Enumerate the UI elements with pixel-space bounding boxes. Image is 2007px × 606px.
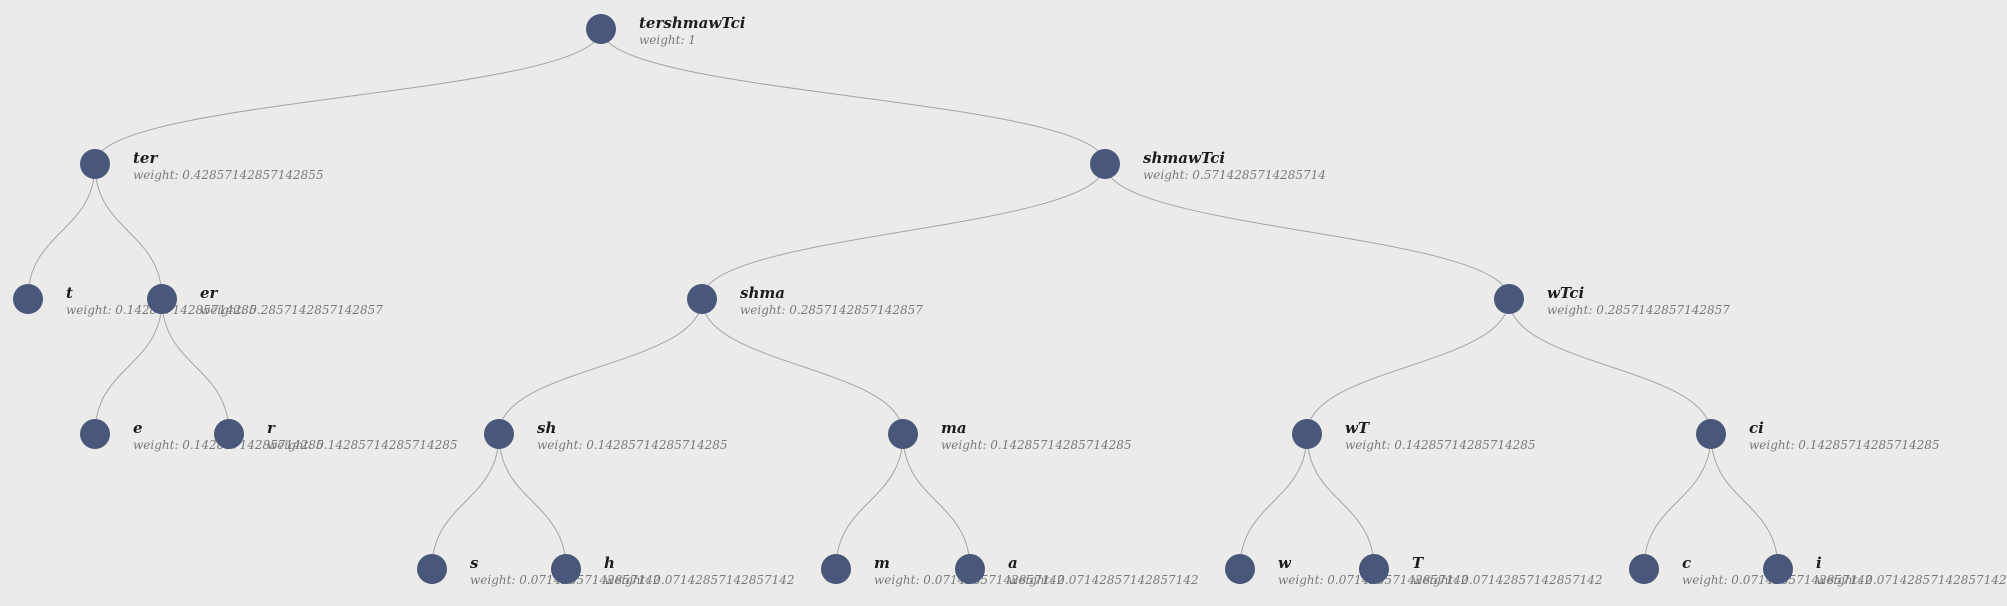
tree-edge — [835, 433, 904, 570]
tree-edge — [94, 298, 163, 435]
tree-edge — [600, 28, 1106, 165]
node-label: t — [66, 284, 73, 302]
tree-edge — [94, 163, 163, 300]
node-label: a — [1008, 554, 1018, 572]
node-circle[interactable] — [821, 554, 851, 584]
tree-edge — [1710, 433, 1779, 570]
node-weight: weight: 0.14285714285714285 — [1749, 438, 1940, 452]
tree-edge — [1104, 163, 1510, 300]
node-label: r — [267, 419, 275, 437]
node-label: shma — [740, 284, 785, 302]
node-circle[interactable] — [1696, 419, 1726, 449]
node-circle[interactable] — [586, 14, 616, 44]
node-circle[interactable] — [888, 419, 918, 449]
node-weight: weight: 0.14285714285714285 — [537, 438, 728, 452]
node-label: c — [1682, 554, 1692, 572]
node-circle[interactable] — [147, 284, 177, 314]
tree-edge — [161, 298, 230, 435]
node-circle[interactable] — [1225, 554, 1255, 584]
node-label: ma — [941, 419, 967, 437]
node-label: wT — [1345, 419, 1370, 437]
node-label: sh — [537, 419, 557, 437]
node-circle[interactable] — [1494, 284, 1524, 314]
tree-edge — [27, 163, 96, 300]
node-circle[interactable] — [80, 419, 110, 449]
tree-edge — [1508, 298, 1712, 435]
tree-edge — [498, 298, 703, 435]
node-label: m — [874, 554, 890, 572]
node-weight: weight: 0.14285714285714285 — [267, 438, 458, 452]
node-label: ci — [1749, 419, 1764, 437]
node-weight: weight: 0.07142857142857142 — [604, 573, 795, 587]
node-label: w — [1278, 554, 1291, 572]
node-circle[interactable] — [1292, 419, 1322, 449]
tree-edge — [902, 433, 971, 570]
tree-edge — [701, 298, 904, 435]
node-circle[interactable] — [417, 554, 447, 584]
node-label: s — [470, 554, 479, 572]
tree-edge — [1239, 433, 1308, 570]
node-label: wTci — [1547, 284, 1585, 302]
node-label: shmawTci — [1143, 149, 1226, 167]
node-circle[interactable] — [214, 419, 244, 449]
node-circle[interactable] — [687, 284, 717, 314]
node-circle[interactable] — [484, 419, 514, 449]
node-label: i — [1816, 554, 1822, 572]
node-circle[interactable] — [13, 284, 43, 314]
node-weight: weight: 0.14285714285714285 — [1345, 438, 1536, 452]
node-label: ter — [133, 149, 158, 167]
tree-edge — [1306, 298, 1510, 435]
node-weight: weight: 0.07142857142857142 — [1412, 573, 1603, 587]
node-circle[interactable] — [1359, 554, 1389, 584]
node-label: tershmawTci — [639, 14, 746, 32]
node-circle[interactable] — [955, 554, 985, 584]
node-weight: weight: 1 — [639, 33, 696, 47]
node-weight: weight: 0.2857142857142857 — [740, 303, 923, 317]
node-label: T — [1412, 554, 1424, 572]
node-circle[interactable] — [1090, 149, 1120, 179]
node-circle[interactable] — [1629, 554, 1659, 584]
node-label: er — [200, 284, 218, 302]
tree-edge — [1306, 433, 1375, 570]
node-circle[interactable] — [551, 554, 581, 584]
tree-edge — [94, 28, 602, 165]
tree-edge — [431, 433, 500, 570]
node-label: e — [133, 419, 143, 437]
node-weight: weight: 0.07142857142857142 — [1816, 573, 2007, 587]
tree-edge — [498, 433, 567, 570]
node-weight: weight: 0.42857142857142855 — [133, 168, 324, 182]
node-circle[interactable] — [1763, 554, 1793, 584]
node-weight: weight: 0.2857142857142857 — [200, 303, 383, 317]
node-label: h — [604, 554, 615, 572]
tree-edge — [1643, 433, 1712, 570]
node-weight: weight: 0.2857142857142857 — [1547, 303, 1730, 317]
tree-edge — [701, 163, 1106, 300]
node-weight: weight: 0.5714285714285714 — [1143, 168, 1326, 182]
node-weight: weight: 0.14285714285714285 — [941, 438, 1132, 452]
node-weight: weight: 0.07142857142857142 — [1008, 573, 1199, 587]
node-circle[interactable] — [80, 149, 110, 179]
